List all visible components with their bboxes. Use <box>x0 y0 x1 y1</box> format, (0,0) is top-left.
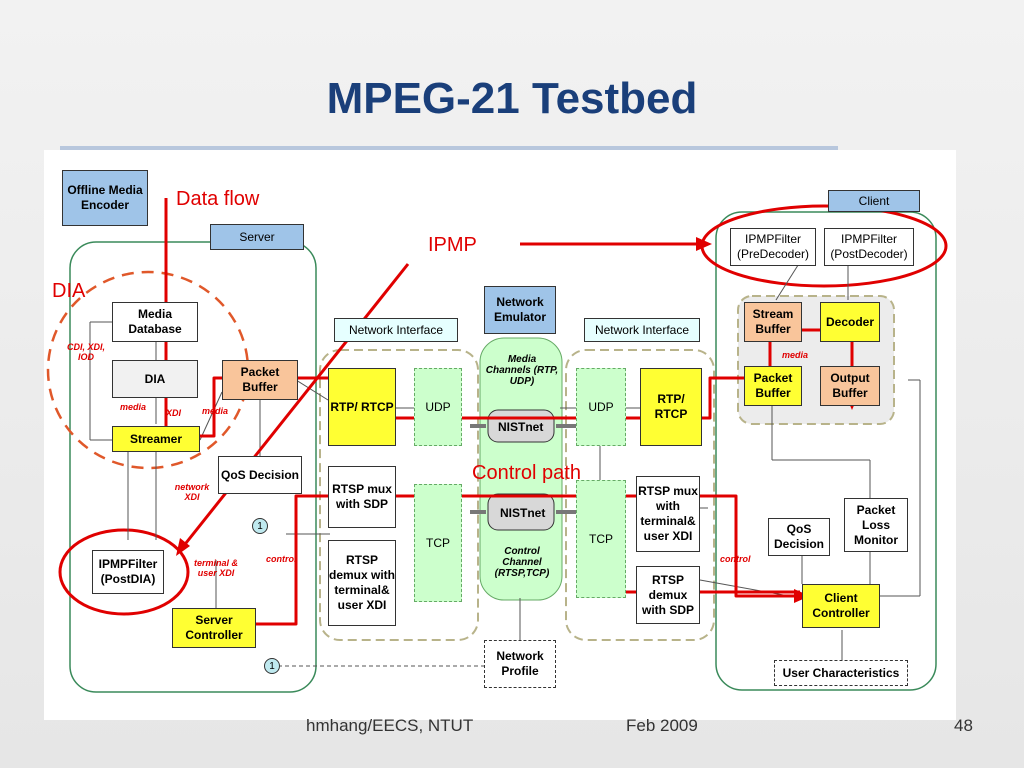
client-packet-buffer: Packet Buffer <box>744 366 802 406</box>
media-channels-label: Media Channels (RTP, UDP) <box>485 354 559 387</box>
data-flow-annotation: Data flow <box>176 188 260 210</box>
client-control-label: control <box>720 554 751 564</box>
server-controller: Server Controller <box>172 608 256 648</box>
slide-title: MPEG-21 Testbed <box>326 74 698 123</box>
network-profile: Network Profile <box>484 640 556 688</box>
server-tcp: TCP <box>414 484 462 602</box>
client-udp: UDP <box>576 368 626 446</box>
footer-date: Feb 2009 <box>626 716 698 735</box>
connector-1-top: 1 <box>252 518 268 534</box>
streamer: Streamer <box>112 426 200 452</box>
server-packet-buffer: Packet Buffer <box>222 360 298 400</box>
nistnet-control: NISTnet <box>500 506 546 520</box>
server-network-interface: Network Interface <box>334 318 458 342</box>
media-database: Media Database <box>112 302 198 342</box>
server-qos-decision: QoS Decision <box>218 456 302 494</box>
ipmp-filter-predecoder: IPMPFilter (PreDecoder) <box>730 228 816 266</box>
user-characteristics: User Characteristics <box>774 660 908 686</box>
media-label-1: media <box>120 402 147 412</box>
network-xdi-label: network XDI <box>174 482 210 502</box>
connector-1-bottom: 1 <box>264 658 280 674</box>
dia-annotation: DIA <box>52 280 86 302</box>
server-rtsp-demux: RTSP demux with terminal& user XDI <box>328 540 396 626</box>
footer-author: hmhang/EECS, NTUT <box>306 716 474 735</box>
page-number: 48 <box>954 716 973 735</box>
nistnet-media: NISTnet <box>498 420 544 434</box>
terminal-xdi-label: terminal & user XDI <box>193 558 238 578</box>
ipmp-filter-postdecoder: IPMPFilter (PostDecoder) <box>824 228 914 266</box>
stream-buffer: Stream Buffer <box>744 302 802 342</box>
client-tcp: TCP <box>576 480 626 598</box>
xdi-label: XDI <box>166 408 182 418</box>
server-rtp-rtcp: RTP/ RTCP <box>328 368 396 446</box>
control-channel-label: Control Channel (RTSP,TCP) <box>494 546 550 579</box>
dia-box: DIA <box>112 360 198 398</box>
client-rtsp-mux: RTSP mux with terminal& user XDI <box>636 476 700 552</box>
server-control-label: control <box>266 554 297 564</box>
client-rtp-rtcp: RTP/ RTCP <box>640 368 702 446</box>
ipmp-filter-postdia: IPMPFilter (PostDIA) <box>92 550 164 594</box>
client-rtsp-demux: RTSP demux with SDP <box>636 566 700 624</box>
client-controller: Client Controller <box>802 584 880 628</box>
client-network-interface: Network Interface <box>584 318 700 342</box>
control-path-annotation: Control path <box>472 462 581 484</box>
media-label-2: media <box>202 406 229 416</box>
decoder: Decoder <box>820 302 880 342</box>
client-media-label: media <box>782 350 809 360</box>
server-rtsp-mux: RTSP mux with SDP <box>328 466 396 528</box>
network-emulator: Network Emulator <box>484 286 556 334</box>
cdi-xdi-label: CDI, XDI, IOD <box>66 342 105 362</box>
server-label: Server <box>210 224 304 250</box>
client-qos-decision: QoS Decision <box>768 518 830 556</box>
ipmp-annotation: IPMP <box>428 234 477 256</box>
client-label: Client <box>828 190 920 212</box>
title-underline <box>60 146 838 150</box>
server-udp: UDP <box>414 368 462 446</box>
offline-media-encoder: Offline Media Encoder <box>62 170 148 226</box>
packet-loss-monitor: Packet Loss Monitor <box>844 498 908 552</box>
output-buffer: Output Buffer <box>820 366 880 406</box>
